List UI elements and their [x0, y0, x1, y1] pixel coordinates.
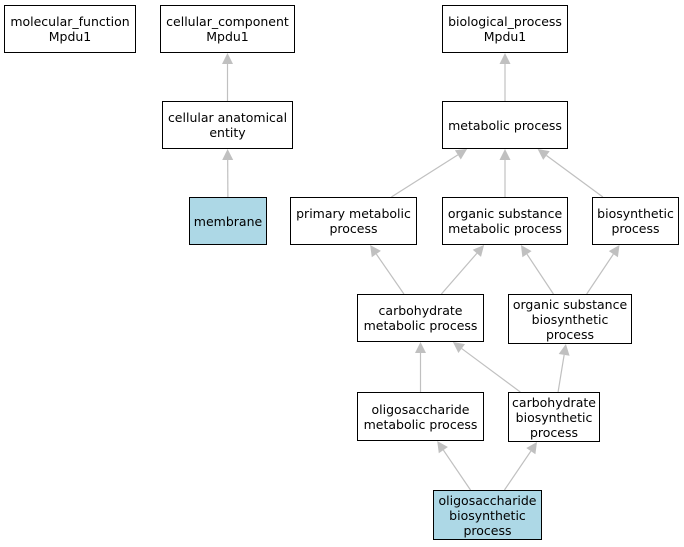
edge-carbohydrate_metabolic_process-to-organic_substance_metabolic_process — [440, 252, 478, 295]
node-cellular-anatomical-entity[interactable]: cellular anatomical entity — [162, 101, 293, 149]
edge-carbohydrate_biosynthetic_process-to-carbohydrate_metabolic_process — [461, 348, 521, 393]
node-biological-process[interactable]: biological_process Mpdu1 — [442, 5, 568, 53]
arrowhead-carbohydrate_biosynthetic_process-to-carbohydrate_metabolic_process — [452, 342, 465, 353]
arrowhead-metabolic_process-to-biological_process — [499, 53, 511, 64]
edge-oligosaccharide_biosynthetic_process-to-carbohydrate_biosynthetic_process — [503, 450, 532, 491]
arrowhead-membrane-to-cellular_anatomical_entity — [222, 149, 234, 160]
edge-primary_metabolic_process-to-metabolic_process — [391, 154, 459, 198]
node-molecular-function[interactable]: molecular_function Mpdu1 — [4, 5, 136, 53]
node-oligosaccharide-metabolic-process[interactable]: oligosaccharide metabolic process — [357, 392, 484, 441]
arrowhead-oligosaccharide_metabolic_process-to-carbohydrate_metabolic_process — [415, 342, 426, 353]
node-oligosaccharide-biosynthetic-process[interactable]: oligosaccharide biosynthetic process — [433, 490, 542, 540]
arrowhead-oligosaccharide_biosynthetic_process-to-oligosaccharide_metabolic_process — [437, 441, 448, 454]
node-metabolic-process[interactable]: metabolic process — [442, 101, 568, 149]
edge-carbohydrate_metabolic_process-to-primary_metabolic_process — [375, 253, 405, 295]
node-carbohydrate-metabolic-process[interactable]: carbohydrate metabolic process — [357, 294, 484, 342]
arrowhead-organic_substance_biosynthetic_process-to-organic_substance_metabolic_process — [520, 245, 532, 258]
arrowhead-cellular_anatomical_entity-to-cellular_component — [222, 53, 233, 64]
node-cellular-component[interactable]: cellular_component Mpdu1 — [160, 5, 295, 53]
node-organic-substance-metabolic-process[interactable]: organic substance metabolic process — [442, 197, 568, 245]
arrowhead-organic_substance_biosynthetic_process-to-biosynthetic_process — [608, 245, 620, 258]
node-organic-substance-biosynthetic-process[interactable]: organic substance biosynthetic process — [508, 294, 632, 344]
node-membrane[interactable]: membrane — [189, 197, 267, 245]
arrowhead-carbohydrate_metabolic_process-to-organic_substance_metabolic_process — [472, 245, 485, 257]
arrowhead-biosynthetic_process-to-metabolic_process — [537, 149, 550, 160]
arrowhead-primary_metabolic_process-to-metabolic_process — [454, 149, 468, 160]
arrowhead-carbohydrate_metabolic_process-to-primary_metabolic_process — [370, 245, 381, 258]
edge-biosynthetic_process-to-metabolic_process — [546, 155, 604, 198]
node-biosynthetic-process[interactable]: biosynthetic process — [592, 197, 679, 245]
edge-carbohydrate_biosynthetic_process-to-organic_substance_biosynthetic_process — [557, 354, 565, 393]
arrowhead-carbohydrate_biosynthetic_process-to-organic_substance_biosynthetic_process — [558, 344, 570, 356]
node-carbohydrate-biosynthetic-process[interactable]: carbohydrate biosynthetic process — [508, 392, 600, 442]
arrowhead-oligosaccharide_biosynthetic_process-to-carbohydrate_biosynthetic_process — [526, 442, 537, 455]
edge-organic_substance_biosynthetic_process-to-biosynthetic_process — [586, 253, 614, 295]
node-primary-metabolic-process[interactable]: primary metabolic process — [290, 197, 417, 245]
edge-oligosaccharide_biosynthetic_process-to-oligosaccharide_metabolic_process — [442, 449, 471, 491]
arrowhead-organic_substance_metabolic_process-to-metabolic_process — [499, 149, 511, 160]
edge-organic_substance_biosynthetic_process-to-organic_substance_metabolic_process — [526, 253, 554, 295]
